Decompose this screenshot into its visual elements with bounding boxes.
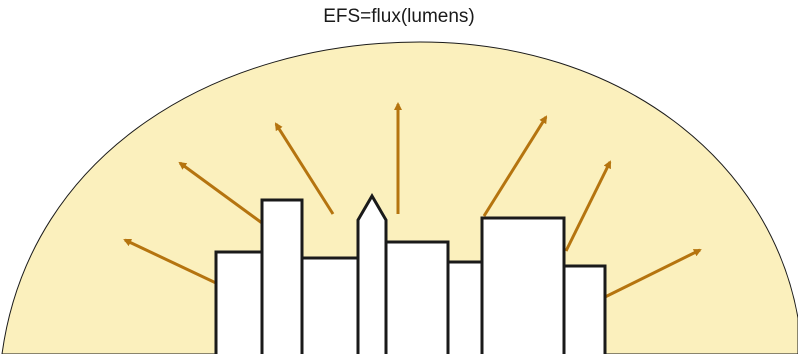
- arrow-upper-right: [482, 115, 548, 217]
- building-7: [480, 216, 566, 354]
- diagram-title: EFS=flux(lumens): [323, 6, 475, 27]
- building-1: [214, 250, 264, 354]
- building-8: [562, 264, 607, 354]
- building-3: [300, 256, 360, 354]
- city-skyline: [214, 193, 607, 354]
- arrow-upper-left: [274, 122, 335, 215]
- arrow-far-left: [123, 238, 217, 285]
- arrow-right: [564, 160, 612, 252]
- building-spire: [356, 193, 388, 354]
- building-2: [260, 198, 304, 354]
- arrow-far-right: [604, 248, 702, 299]
- light-emission-arrows: [123, 102, 702, 299]
- building-6: [446, 260, 484, 354]
- building-5: [384, 240, 450, 354]
- arrow-left: [178, 161, 263, 225]
